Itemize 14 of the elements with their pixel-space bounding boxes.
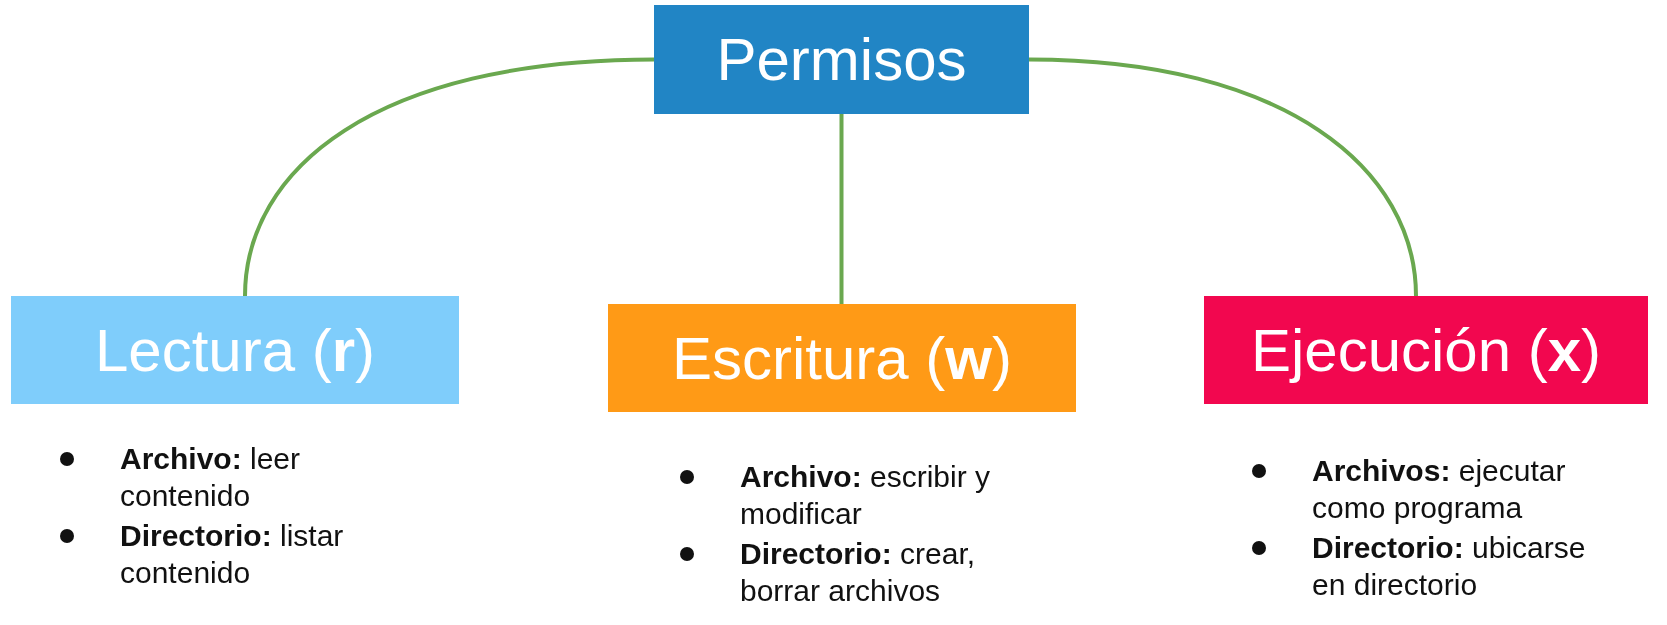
category-box [1204, 296, 1648, 404]
bullet-text: Directorio: crear, borrar archivos [740, 535, 1045, 609]
root-box [654, 5, 1029, 114]
category-box [608, 304, 1076, 412]
connector-line [243, 57, 655, 297]
node-title: Permisos [716, 25, 967, 94]
category-box [11, 296, 459, 404]
node-title: Lectura (r) [94, 315, 376, 385]
connector-line [1028, 57, 1418, 297]
node-title: Ejecución (x) [1250, 315, 1602, 385]
node-title: Escritura (w) [672, 323, 1012, 393]
bullet-text: Directorio: ubicarse en directorio [1312, 529, 1627, 603]
bullet-text: Directorio: listar contenido [120, 517, 410, 591]
connector-line [839, 114, 844, 304]
